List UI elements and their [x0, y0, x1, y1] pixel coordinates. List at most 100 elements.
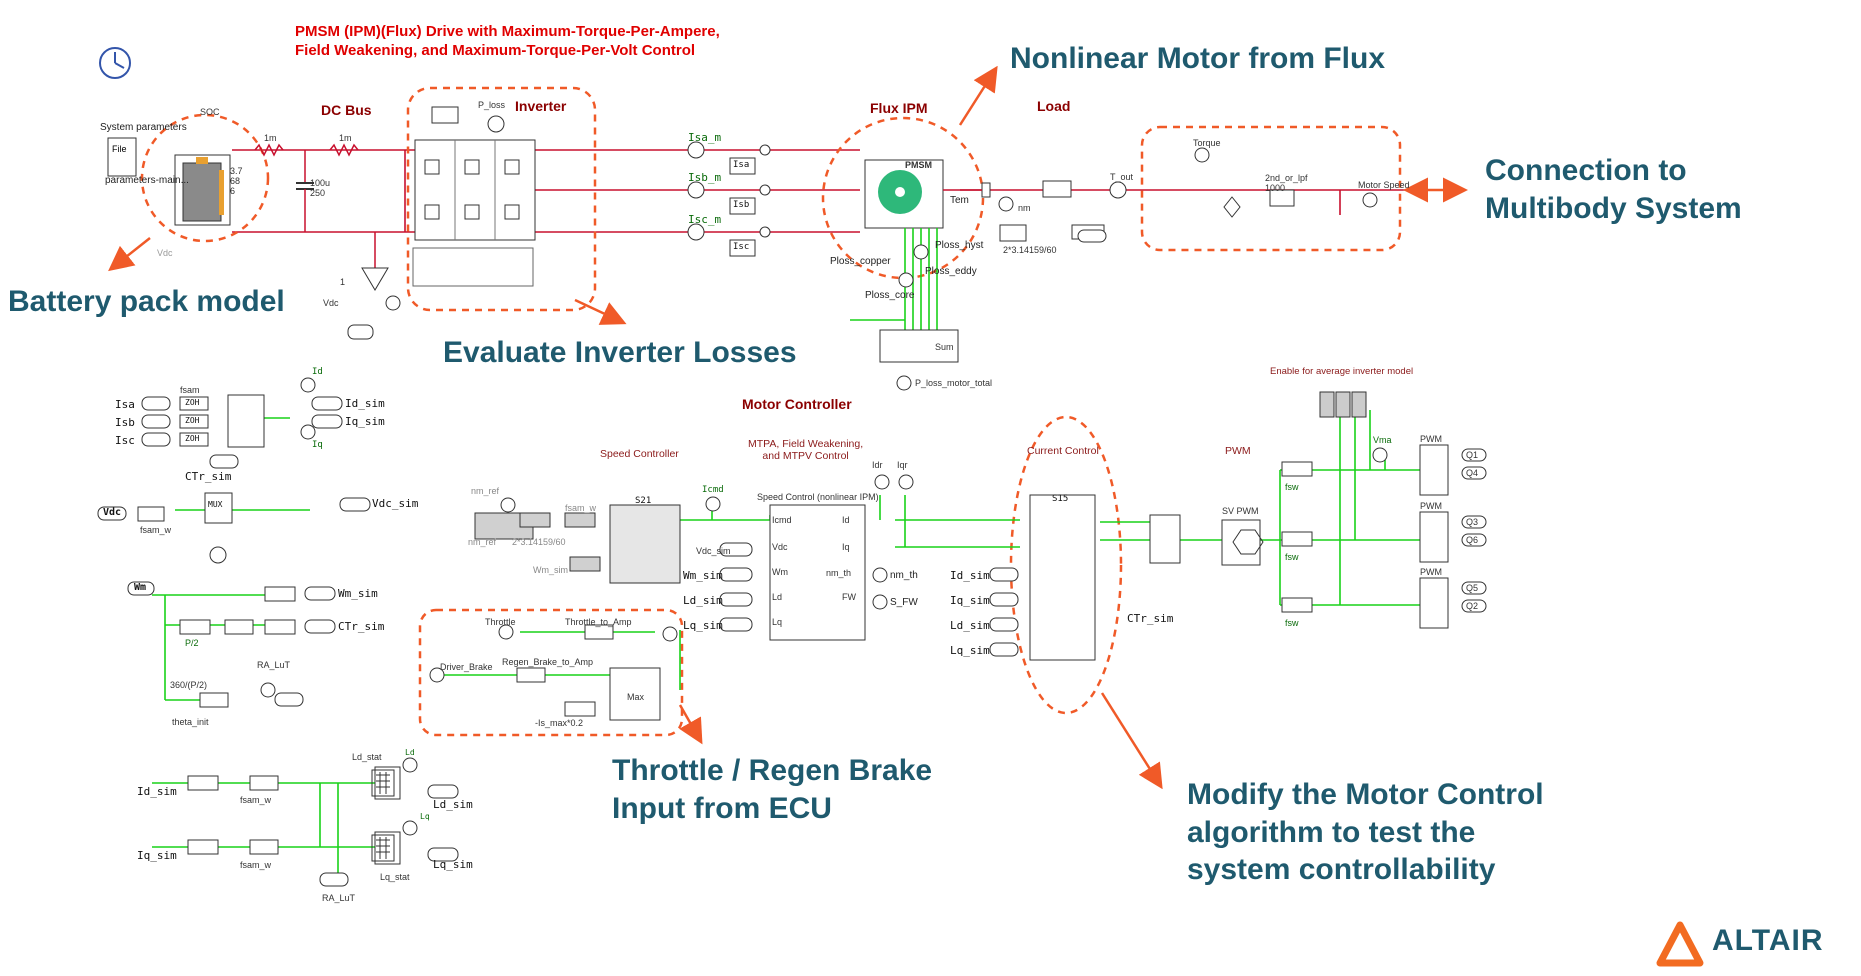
motor-output-blocks — [981, 147, 1378, 242]
signal-pills — [97, 229, 1107, 887]
battery-block — [174, 154, 231, 226]
label-ploss-eddy: Ploss_eddy — [925, 266, 977, 277]
label-vdc-sensor: Vdc — [323, 298, 339, 308]
callout-throttle: Throttle / Regen Brake Input from ECU — [612, 752, 932, 827]
label-id: Id — [312, 367, 323, 377]
label-p-loss: P_loss — [478, 100, 506, 110]
port-wm: Wm — [772, 567, 788, 577]
callout-connection: Connection to Multibody System — [1485, 152, 1742, 227]
label-pmsm: PMSM — [905, 160, 932, 170]
label-capacitor: 100u 250 — [310, 178, 331, 198]
current-sensors — [687, 141, 771, 257]
label-p-loss-motor-total: P_loss_motor_total — [915, 378, 993, 388]
port-id: Id — [842, 515, 850, 525]
port-lq: Lq — [772, 617, 783, 627]
label-id-sim-cc: Id_sim — [950, 569, 990, 582]
label-wm-sim-2: Wm_sim — [533, 565, 568, 575]
motor-control-arrow — [1100, 692, 1163, 790]
label-p2: P/2 — [185, 638, 199, 648]
label-tem: Tem — [950, 195, 969, 206]
label-ploss-hyst: Ploss_hyst — [935, 240, 984, 251]
label-k-gain-2: 2*3.14159/60 — [512, 537, 566, 547]
sv-pwm-hexagon-icon — [1232, 529, 1264, 555]
section-mtpa-line-1: MTPA, Field Weakening, — [748, 438, 864, 450]
label-ld-sim-in: Ld_sim — [683, 594, 723, 607]
port-icmd: Icmd — [772, 515, 792, 525]
callout-motor-control-line-1: Modify the Motor Control — [1187, 778, 1544, 811]
callout-connection-line-1: Connection to — [1485, 154, 1687, 187]
label-sum: Sum — [935, 342, 954, 352]
label-icmd: Icmd — [702, 485, 724, 495]
label-is-max: -Is_max*0.2 — [535, 718, 584, 728]
label-pwm-2: PWM — [1420, 501, 1442, 511]
section-motor-controller: Motor Controller — [742, 396, 852, 412]
label-wm-sim-in: Wm_sim — [683, 569, 723, 582]
label-vdc-sim-in: Vdc_sim — [696, 546, 731, 556]
label-iq: Iq — [312, 440, 323, 450]
label-ploss-copper: Ploss_copper — [830, 256, 891, 267]
port-vdc: Vdc — [772, 542, 788, 552]
label-fsw-1: fsw — [1285, 482, 1299, 492]
section-dc-bus: DC Bus — [321, 102, 372, 118]
label-isc-in: Isc — [115, 434, 135, 447]
loss-wires — [850, 228, 938, 330]
label-s15: S15 — [1052, 494, 1069, 504]
label-system-parameters: System parameters — [100, 122, 187, 133]
label-r1: 1m — [264, 133, 277, 143]
section-pwm: PWM — [1225, 445, 1251, 457]
callout-nonlinear-motor: Nonlinear Motor from Flux — [1010, 42, 1385, 75]
label-battery-values: 3.7 68 6 — [230, 166, 243, 196]
label-lq: Lq — [420, 812, 430, 821]
port-fw: FW — [842, 592, 856, 602]
label-id-sim-left: Id_sim — [137, 785, 177, 798]
section-load: Load — [1037, 98, 1071, 114]
label-nm-ref-2: nm_ref — [468, 537, 497, 547]
label-fsam: fsam — [180, 385, 200, 395]
label-wm-sim: Wm_sim — [338, 587, 378, 600]
label-motor-speed: Motor Speed — [1358, 180, 1410, 190]
label-ctr-sim-3: CTr_sim — [1127, 612, 1174, 625]
label-ld-stat: Ld_stat — [352, 752, 382, 762]
lookup-table-icons — [371, 769, 395, 862]
label-iq-sim: Iq_sim — [345, 415, 385, 428]
section-current-control: Current Control — [1027, 445, 1099, 457]
label-fsam-w-2: fsam_w — [565, 503, 597, 513]
label-ra-lut: RA_LuT — [257, 660, 291, 670]
svg-text:File: File — [112, 144, 127, 154]
label-isc: Isc — [733, 242, 750, 252]
label-q1: Q1 — [1466, 450, 1479, 460]
callout-connection-line-2: Multibody System — [1485, 191, 1742, 225]
label-q6: Q6 — [1466, 535, 1479, 545]
label-driver-brake: Driver_Brake — [440, 662, 493, 672]
label-lq-stat: Lq_stat — [380, 872, 410, 882]
label-fsw-2: fsw — [1285, 552, 1299, 562]
label-one: 1 — [340, 277, 346, 287]
label-isc-m: Isc_m — [688, 213, 722, 226]
section-mtpa: MTPA, Field Weakening, and MTPV Control — [748, 438, 863, 462]
section-flux-ipm: Flux IPM — [870, 100, 928, 116]
inverter-arrow — [574, 298, 627, 325]
pmsm-motor-block — [864, 159, 944, 229]
label-mux: MUX — [208, 500, 223, 509]
port-ld: Ld — [772, 592, 783, 602]
port-nm-th: nm_th — [826, 568, 852, 578]
callout-throttle-line-2: Input from ECU — [612, 791, 832, 825]
label-pwm-1: PWM — [1420, 434, 1442, 444]
label-fsam-w-ld: fsam_w — [240, 795, 272, 805]
label-parameters-main: parameters-main... — [105, 175, 189, 186]
label-iq-sim-left: Iq_sim — [137, 849, 177, 862]
label-nm: nm — [1018, 203, 1031, 213]
label-iqr: Iqr — [897, 460, 908, 470]
battery-arrow — [108, 237, 151, 272]
label-theta-init: theta_init — [172, 717, 209, 727]
label-theta-gain: 360/(P/2) — [170, 680, 208, 690]
label-vdc-in: Vdc — [103, 507, 122, 518]
title-line-1: PMSM (IPM)(Flux) Drive with Maximum-Torq… — [295, 23, 720, 40]
motor-arrow — [958, 65, 998, 126]
load-highlight — [1140, 125, 1402, 252]
label-regen: Regen_Brake_to_Amp — [502, 657, 594, 667]
label-lq-sim: Lq_sim — [433, 858, 473, 871]
capacitor-icon — [296, 150, 314, 232]
callout-inverter-losses: Evaluate Inverter Losses — [443, 336, 797, 369]
